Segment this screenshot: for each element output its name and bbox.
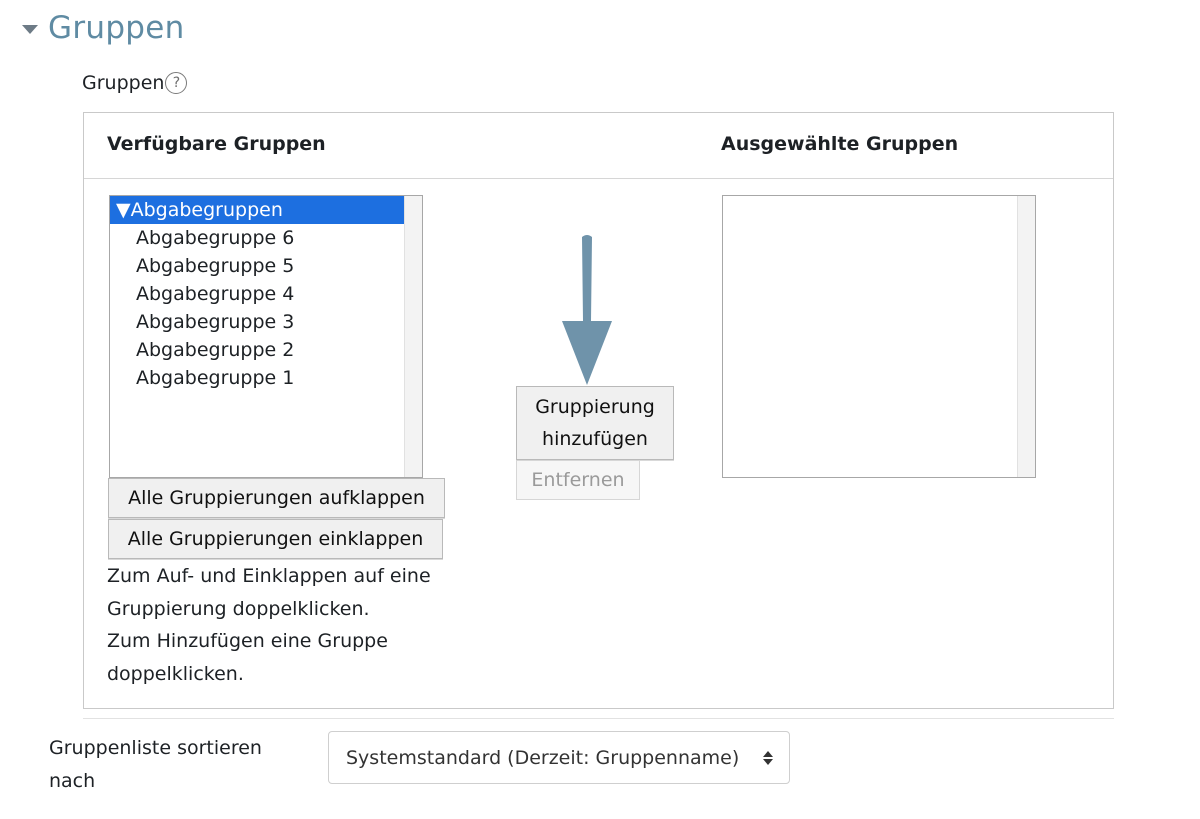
add-grouping-label-1: Gruppierung	[535, 396, 655, 418]
available-groups-title: Verfügbare Gruppen	[107, 133, 326, 155]
hint-line: doppelklicken.	[107, 662, 244, 685]
field-label-text: Gruppen	[82, 72, 165, 94]
selector-header: Verfügbare Gruppen Ausgewählte Gruppen	[84, 113, 1113, 179]
sort-label: Gruppenliste sortieren nach	[49, 732, 309, 798]
selected-groups-title: Ausgewählte Gruppen	[721, 133, 959, 155]
help-icon[interactable]: ?	[165, 72, 188, 94]
remove-button[interactable]: Entfernen	[516, 460, 640, 500]
divider	[83, 718, 1114, 719]
list-item[interactable]: Abgabegruppe 3	[136, 311, 295, 333]
list-item[interactable]: Abgabegruppe 1	[136, 367, 295, 389]
hint-line: Zum Auf- und Einklappen auf eine	[107, 565, 431, 587]
scrollbar[interactable]	[404, 196, 422, 477]
section-toggle[interactable]: Gruppen	[22, 10, 185, 46]
group-selector: Verfügbare Gruppen Ausgewählte Gruppen ▼…	[83, 112, 1114, 709]
section-title: Gruppen	[48, 10, 185, 46]
caret-down-icon	[22, 24, 38, 34]
add-grouping-label-2: hinzufügen	[542, 428, 648, 450]
field-label: Gruppen ?	[82, 72, 188, 94]
list-item[interactable]: Abgabegruppe 4	[136, 283, 295, 305]
available-groups-list[interactable]: ▼Abgabegruppen Abgabegruppe 6 Abgabegrup…	[109, 195, 423, 478]
hint-line: Gruppierung doppelklicken.	[107, 597, 370, 620]
selected-groups-list[interactable]	[722, 195, 1036, 478]
add-grouping-button[interactable]: Gruppierung hinzufügen	[516, 386, 674, 460]
list-item[interactable]: Abgabegruppe 6	[136, 227, 295, 249]
collapse-all-button[interactable]: Alle Gruppierungen einklappen	[108, 519, 443, 559]
sort-select-value: Systemstandard (Derzeit: Gruppenname)	[346, 746, 740, 769]
list-item[interactable]: Abgabegruppe 2	[136, 339, 295, 361]
sort-label-line: Gruppenliste sortieren	[49, 737, 262, 759]
list-item[interactable]: Abgabegruppe 5	[136, 255, 295, 277]
usage-hint: Zum Auf- und Einklappen auf eine Gruppie…	[107, 560, 487, 690]
arrow-down-icon	[562, 235, 612, 385]
hint-line: Zum Hinzufügen eine Gruppe	[107, 630, 388, 652]
list-group-header[interactable]: ▼Abgabegruppen	[110, 196, 404, 224]
sort-label-line: nach	[49, 770, 96, 792]
select-updown-icon	[763, 750, 773, 765]
sort-select[interactable]: Systemstandard (Derzeit: Gruppenname)	[328, 731, 790, 784]
expand-all-button[interactable]: Alle Gruppierungen aufklappen	[108, 478, 445, 518]
scrollbar[interactable]	[1017, 196, 1035, 477]
